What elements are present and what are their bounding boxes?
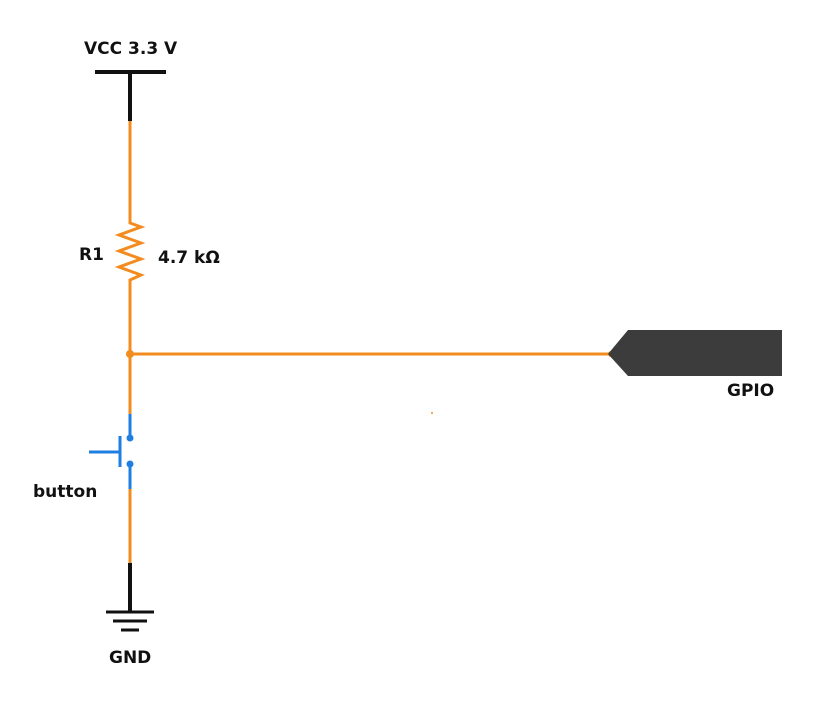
resistor-r1-symbol bbox=[114, 216, 146, 286]
gnd-label: GND bbox=[109, 648, 151, 668]
button-label: button bbox=[33, 482, 97, 502]
gpio-port-symbol bbox=[608, 330, 782, 376]
stray-dot bbox=[431, 412, 433, 414]
push-button-symbol bbox=[89, 414, 134, 489]
resistor-designator: R1 bbox=[79, 245, 104, 265]
junction-dot bbox=[126, 350, 134, 358]
gpio-label: GPIO bbox=[727, 381, 774, 401]
vcc-label: VCC 3.3 V bbox=[84, 39, 178, 59]
vcc-power-symbol bbox=[95, 70, 166, 121]
ground-symbol bbox=[106, 563, 154, 632]
resistor-value: 4.7 kΩ bbox=[158, 248, 220, 268]
